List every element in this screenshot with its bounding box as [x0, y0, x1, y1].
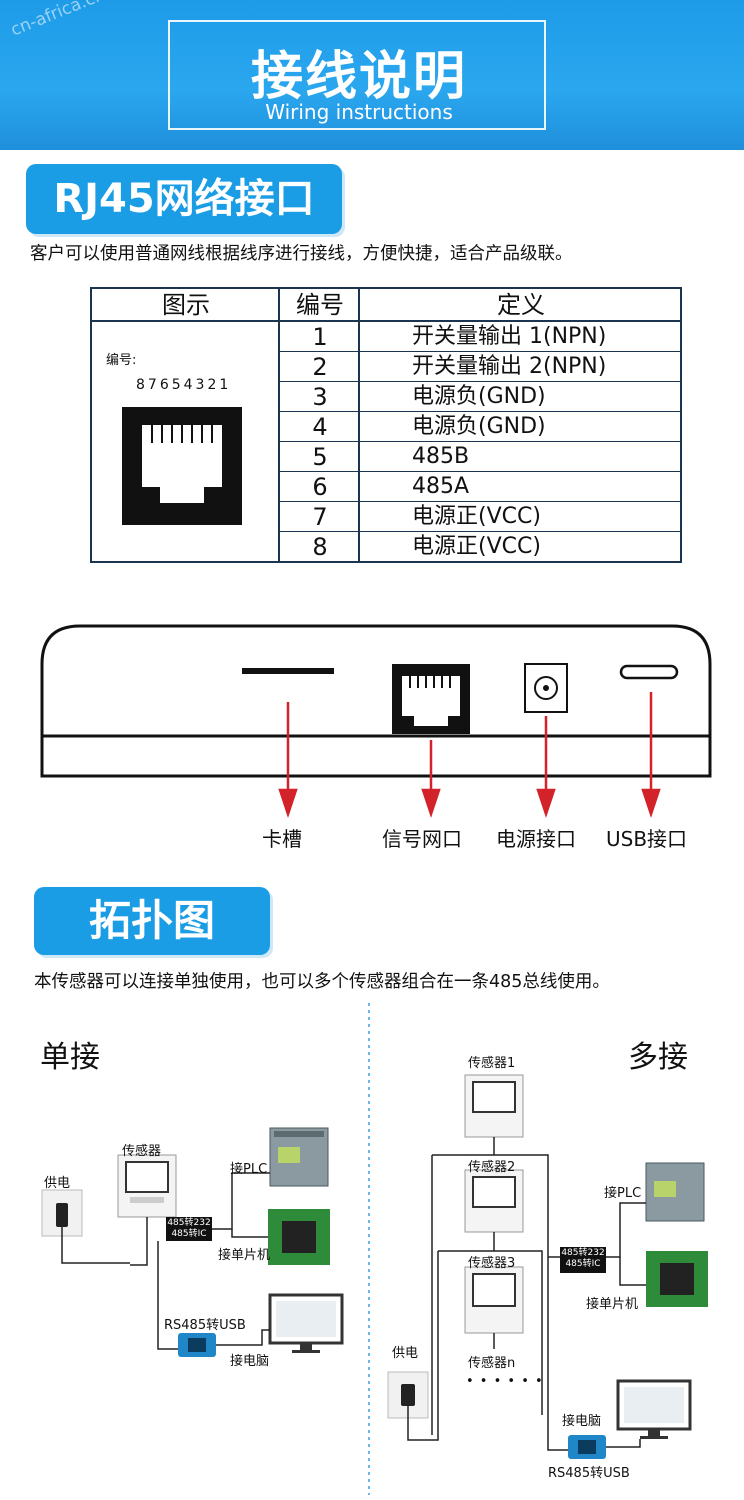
pin-code-label: 编号: — [106, 353, 137, 368]
device-side-panel — [40, 624, 712, 818]
topology-diagram — [41, 1003, 708, 1495]
table-row: 3 电源负(GND) — [280, 382, 682, 412]
mcu-board-icon — [646, 1251, 708, 1307]
table-row: 8 电源正(VCC) — [280, 532, 682, 562]
title-frame: 接线说明 Wiring instructions — [168, 20, 546, 130]
pin-code-digits: 87654321 — [136, 377, 232, 393]
mcu-board-icon — [268, 1209, 330, 1265]
watermark: cn-africa.cn — [8, 0, 108, 41]
label-usb-port: USB接口 — [606, 827, 688, 851]
table-divider — [358, 289, 360, 561]
sensor-device-icon — [464, 1074, 524, 1138]
header-diagram: 图示 — [92, 289, 280, 322]
multi-power-label: 供电 — [392, 1346, 419, 1361]
single-usb-label: RS485转USB — [164, 1318, 246, 1333]
card-slot-icon — [242, 668, 334, 674]
multi-pc-label: 接电脑 — [562, 1414, 602, 1429]
label-card-slot: 卡槽 — [262, 827, 302, 851]
pin-number: 1 — [312, 323, 328, 351]
header-number: 编号 — [280, 289, 360, 322]
converter-box — [560, 1247, 606, 1273]
topology-description: 本传感器可以连接单独使用，也可以多个传感器组合在一条485总线使用。 — [34, 972, 610, 992]
converter-line-1: 485转232 — [167, 1218, 211, 1228]
plc-icon — [269, 1127, 329, 1187]
single-mcu-label: 接单片机 — [218, 1248, 271, 1263]
pin-number: 3 — [312, 383, 328, 411]
multi-usb-label: RS485转USB — [548, 1466, 630, 1481]
plc-icon — [645, 1162, 705, 1222]
pin-number: 7 — [312, 503, 328, 531]
label-power-port: 电源接口 — [496, 827, 576, 851]
sensor-n-label: 传感器n — [468, 1356, 516, 1371]
multi-converter-label: 485转232 485转IC — [560, 1248, 606, 1270]
header-banner: cn-africa.cn 接线说明 Wiring instructions — [0, 0, 744, 150]
label-signal-port: 信号网口 — [382, 827, 462, 851]
multi-connection-title: 多接 — [628, 1040, 688, 1075]
sensor-ellipsis: • • • • • • — [466, 1374, 544, 1389]
computer-monitor-icon — [616, 1379, 692, 1439]
sensor-2-label: 传感器2 — [468, 1160, 516, 1175]
single-connection-title: 单接 — [40, 1040, 100, 1075]
sensor-device-icon — [464, 1169, 524, 1233]
pin-definition: 电源负(GND) — [412, 384, 546, 409]
table-row: 7 电源正(VCC) — [280, 502, 682, 532]
usb-converter-icon — [568, 1435, 606, 1459]
page-subtitle: Wiring instructions — [265, 100, 453, 124]
page-title: 接线说明 — [250, 47, 467, 107]
converter-line-1: 485转232 — [561, 1248, 605, 1258]
single-wiring — [61, 1172, 270, 1350]
power-jack-icon — [524, 663, 568, 713]
pin-definition: 开关量输出 1(NPN) — [412, 324, 607, 349]
table-row: 2 开关量输出 2(NPN) — [280, 352, 682, 382]
pin-definition: 开关量输出 2(NPN) — [412, 354, 607, 379]
converter-box — [166, 1217, 212, 1241]
multi-wiring — [407, 1137, 646, 1451]
network-port-icon — [392, 664, 470, 734]
sensor-1-label: 传感器1 — [468, 1056, 516, 1071]
pin-table: 图示 编号 定义 编号: 87654321 1 开关量输出 1(NPN) 2 开关量… — [90, 287, 682, 563]
topology-section-title: 拓扑图 — [34, 887, 270, 955]
pin-number: 6 — [312, 473, 328, 501]
single-pc-label: 接电脑 — [230, 1354, 270, 1369]
usb-port-icon — [619, 664, 679, 680]
header-definition: 定义 — [360, 289, 682, 322]
multi-plc-label: 接PLC — [604, 1186, 642, 1201]
single-sensor-label: 传感器 — [122, 1144, 162, 1159]
indicator-arrows — [278, 692, 661, 818]
single-converter-label: 485转232 485转IC — [166, 1218, 212, 1240]
converter-line-2: 485转IC — [171, 1229, 207, 1239]
table-row: 1 开关量输出 1(NPN) — [280, 322, 682, 352]
table-row: 5 485B — [280, 442, 682, 472]
single-power-label: 供电 — [44, 1176, 71, 1191]
rj45-section-title: RJ45网络接口 — [26, 164, 342, 234]
pin-definition: 电源负(GND) — [412, 414, 546, 439]
multi-mcu-label: 接单片机 — [586, 1297, 639, 1312]
table-divider — [278, 289, 280, 561]
pin-number: 4 — [312, 413, 328, 441]
pin-number: 2 — [312, 353, 328, 381]
rj45-port-icon — [122, 407, 242, 525]
table-row: 4 电源负(GND) — [280, 412, 682, 442]
table-row: 6 485A — [280, 472, 682, 502]
single-plc-label: 接PLC — [230, 1162, 268, 1177]
converter-line-2: 485转IC — [565, 1259, 601, 1269]
pin-definition: 485A — [412, 474, 470, 499]
sensor-3-label: 传感器3 — [468, 1256, 516, 1271]
usb-converter-icon — [178, 1333, 216, 1357]
sensor-device-icon — [464, 1266, 524, 1334]
sensor-device-icon — [117, 1154, 177, 1218]
rj45-description: 客户可以使用普通网线根据线序进行接线，方便快捷，适合产品级联。 — [30, 244, 573, 264]
computer-monitor-icon — [268, 1293, 344, 1353]
pin-number: 5 — [312, 443, 328, 471]
pin-definition: 485B — [412, 444, 470, 469]
pin-number: 8 — [312, 533, 328, 561]
pin-definition: 电源正(VCC) — [412, 504, 541, 529]
pin-definition: 电源正(VCC) — [412, 534, 541, 559]
